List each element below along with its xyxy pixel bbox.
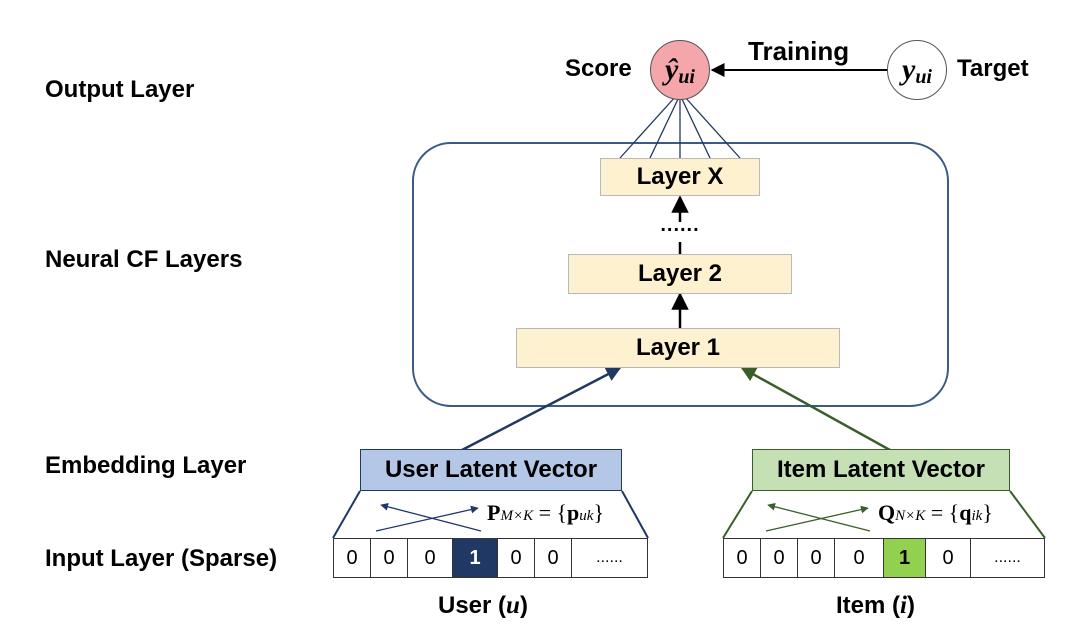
user-bottom-var: u [506,592,520,619]
item-cross-arrows [765,502,871,532]
item-cell-ellipsis: ...... [970,538,1045,578]
user-matrix-symbol: P [487,500,501,525]
user-cell: 0 [333,538,371,578]
layer-x-box: Layer X [600,158,760,196]
item-to-layer1-arrow [740,366,891,452]
embedding-layer-label: Embedding Layer [45,452,247,479]
item-cell: 0 [760,538,798,578]
item-matrix-close: } [982,500,993,525]
user-elem-subscript: uk [579,508,594,524]
neural-cf-layers-label: Neural CF Layers [45,246,243,273]
layer-2-box: Layer 2 [568,254,792,294]
target-label: Target [957,55,1029,82]
item-bottom-label: Item (i) [836,592,915,620]
item-latent-vector-box: Item Latent Vector [752,449,1010,491]
user-elem-symbol: p [567,500,580,525]
score-fan-lines [619,95,741,159]
user-matrix-formula: PM×K = {puk} [487,500,604,526]
layers-ellipsis: ...... [660,214,700,236]
target-symbol: y [901,53,916,86]
user-cell-ellipsis: ...... [571,538,648,578]
item-elem-symbol: q [959,500,972,525]
item-cell-active: 1 [883,538,926,578]
item-cell: 0 [723,538,761,578]
user-matrix-eq: = { [533,500,568,525]
training-label: Training [748,36,850,66]
target-subscript: ui [915,65,932,88]
user-latent-vector-box: User Latent Vector [360,449,622,491]
item-cell: 0 [797,538,835,578]
layer-1-box: Layer 1 [516,328,840,368]
item-cell: 0 [834,538,884,578]
input-layer-label: Input Layer (Sparse) [45,545,278,572]
item-matrix-formula: QN×K = {qik} [878,500,993,526]
user-bottom-label: User (u) [438,592,528,620]
user-cell: 0 [534,538,572,578]
user-cell: 0 [407,538,453,578]
output-layer-label: Output Layer [45,76,195,103]
score-label: Score [565,55,632,82]
user-bottom-word: User ( [438,592,507,619]
user-to-layer1-arrow [461,366,622,452]
user-bottom-close: ) [519,592,528,619]
item-matrix-eq: = { [925,500,960,525]
score-subscript: ui [678,65,695,88]
item-cell: 0 [925,538,971,578]
item-matrix-symbol: Q [878,500,896,525]
item-bottom-word: Item ( [836,592,901,619]
user-cell-active: 1 [452,538,498,578]
user-cell: 0 [370,538,408,578]
user-cross-arrows [375,502,482,532]
item-elem-subscript: ik [971,508,983,524]
user-matrix-close: } [593,500,605,525]
user-matrix-subscript: M×K [500,508,534,524]
item-matrix-subscript: N×K [895,508,926,524]
score-symbol: ŷ [664,53,679,86]
user-cell: 0 [497,538,535,578]
user-embedding-trapezoid [332,490,649,539]
item-bottom-close: ) [906,592,915,619]
item-bottom-var: i [900,592,907,619]
item-embedding-trapezoid [722,490,1046,539]
